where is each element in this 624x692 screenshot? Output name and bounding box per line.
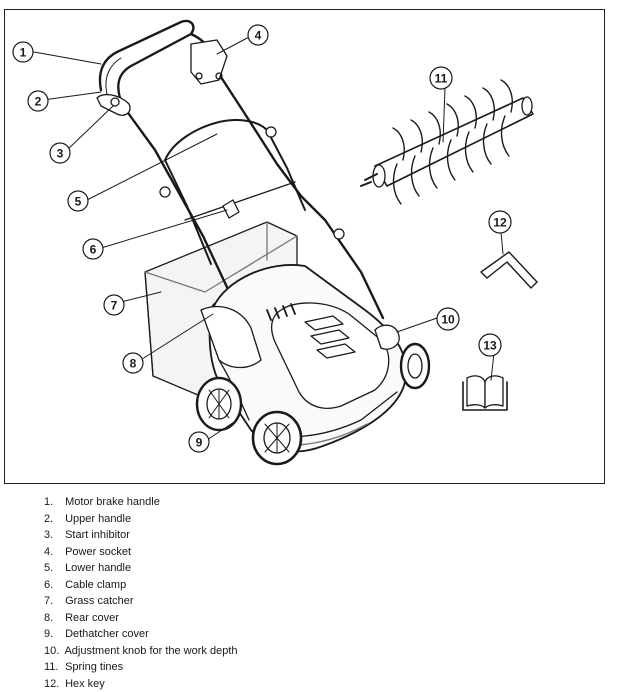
- callout-number: 13: [483, 339, 497, 353]
- dethatcher-illustration: 1 2 3 4 5 6 7 8 9 10 11 12 13: [5, 10, 606, 485]
- callout-4: 4: [248, 25, 268, 45]
- callout-number: 10: [441, 313, 455, 327]
- item-label: Power socket: [65, 546, 131, 558]
- callout-number: 7: [111, 299, 118, 313]
- front-left-wheel: [253, 412, 301, 464]
- item-label: Grass catcher: [65, 595, 133, 607]
- callout-1: 1: [13, 42, 33, 62]
- item-number: 10.: [44, 643, 62, 660]
- callout-8: 8: [123, 353, 143, 373]
- item-number: 5.: [44, 560, 62, 577]
- callout-9: 9: [189, 432, 209, 452]
- callout-number: 6: [90, 243, 97, 257]
- item-label: Adjustment knob for the work depth: [64, 645, 237, 657]
- item-label: Motor brake handle: [65, 496, 160, 508]
- item-label: Spring tines: [65, 661, 123, 673]
- item-label: Lower handle: [65, 562, 131, 574]
- parts-legend-list: 1. Motor brake handle 2. Upper handle 3.…: [44, 494, 238, 692]
- front-right-wheel: [401, 344, 429, 388]
- list-item: 1. Motor brake handle: [44, 494, 238, 511]
- item-label: Rear cover: [65, 612, 119, 624]
- list-item: 2. Upper handle: [44, 511, 238, 528]
- dethatcher-machine-drawing: [97, 21, 429, 464]
- item-number: 4.: [44, 544, 62, 561]
- item-label: Start inhibitor: [65, 529, 130, 541]
- callout-11: 11: [430, 67, 452, 89]
- callout-13: 13: [479, 334, 501, 356]
- callout-number: 11: [435, 72, 448, 86]
- list-item: 6. Cable clamp: [44, 577, 238, 594]
- callout-number: 3: [57, 147, 64, 161]
- callout-5: 5: [68, 191, 88, 211]
- item-number: 8.: [44, 610, 62, 627]
- callout-10: 10: [437, 308, 459, 330]
- list-item: 10. Adjustment knob for the work depth: [44, 643, 238, 660]
- callout-number: 5: [75, 195, 82, 209]
- callout-number: 12: [493, 216, 507, 230]
- list-item: 11. Spring tines: [44, 659, 238, 676]
- item-number: 1.: [44, 494, 62, 511]
- list-item: 4. Power socket: [44, 544, 238, 561]
- spring-tine-roller-drawing: [361, 80, 533, 204]
- manual-book-drawing: [463, 376, 507, 410]
- callout-number: 9: [196, 436, 203, 450]
- product-illustration-frame: 1 2 3 4 5 6 7 8 9 10 11 12 13: [4, 9, 605, 484]
- item-label: Hex key: [65, 678, 105, 690]
- callout-number: 8: [130, 357, 137, 371]
- item-number: 2.: [44, 511, 62, 528]
- item-number: 9.: [44, 626, 62, 643]
- item-label: Cable clamp: [65, 579, 126, 591]
- list-item: 8. Rear cover: [44, 610, 238, 627]
- item-label: Upper handle: [65, 513, 131, 525]
- list-item: 5. Lower handle: [44, 560, 238, 577]
- list-item: 3. Start inhibitor: [44, 527, 238, 544]
- callout-2: 2: [28, 91, 48, 111]
- list-item: 9. Dethatcher cover: [44, 626, 238, 643]
- item-number: 12.: [44, 676, 62, 692]
- hex-key-drawing: [481, 252, 537, 288]
- list-item: 12. Hex key: [44, 676, 238, 692]
- item-number: 6.: [44, 577, 62, 594]
- item-label: Dethatcher cover: [65, 628, 149, 640]
- list-item: 7. Grass catcher: [44, 593, 238, 610]
- callout-number: 2: [35, 95, 42, 109]
- callout-number: 1: [20, 46, 27, 60]
- callout-number: 4: [255, 29, 262, 43]
- callout-7: 7: [104, 295, 124, 315]
- item-number: 3.: [44, 527, 62, 544]
- callout-6: 6: [83, 239, 103, 259]
- item-number: 11.: [44, 659, 62, 676]
- item-number: 7.: [44, 593, 62, 610]
- callout-12: 12: [489, 211, 511, 233]
- callout-3: 3: [50, 143, 70, 163]
